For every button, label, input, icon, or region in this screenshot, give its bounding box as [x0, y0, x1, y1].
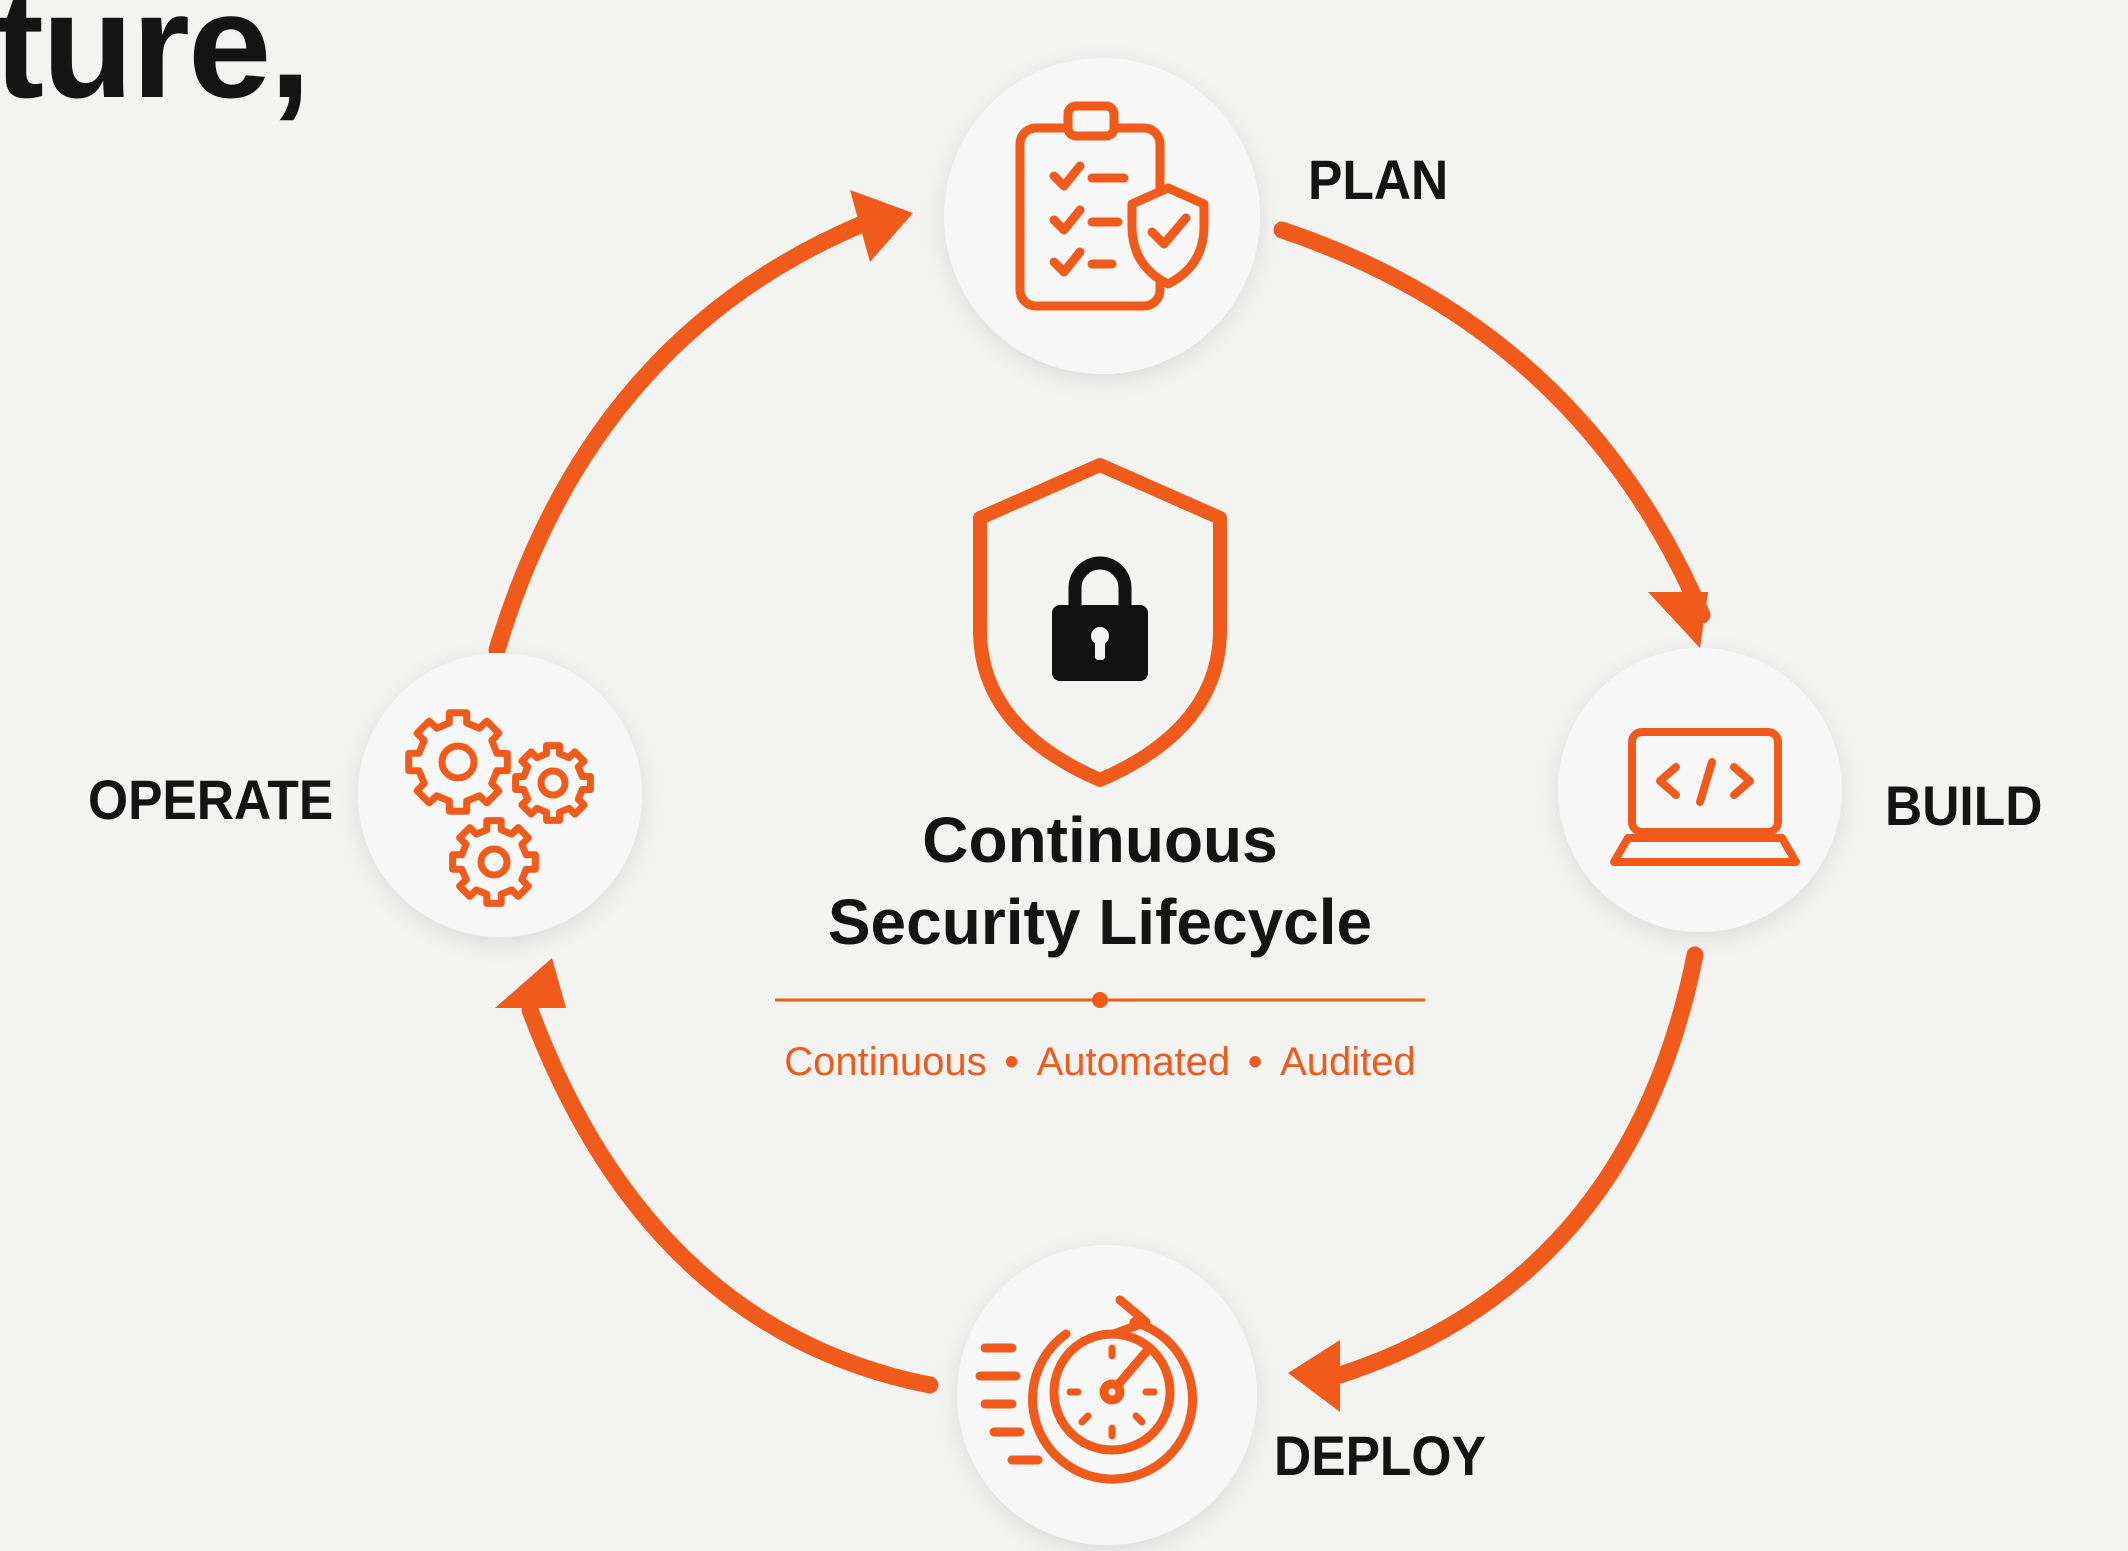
- deploy-label: DEPLOY: [1274, 1424, 1486, 1487]
- operate-label: OPERATE: [88, 768, 334, 831]
- gear-large-hub: [438, 742, 478, 782]
- arrow-build-to-deploy: [1331, 946, 1704, 1384]
- shield-padlock-icon: [973, 458, 1227, 787]
- arrow-deploy-to-operate: [521, 1001, 939, 1394]
- tagline: Continuous • Automated • Audited: [700, 1042, 1500, 1082]
- gear-bottom: [449, 817, 539, 907]
- arrow-plan-to-build: [1273, 221, 1711, 624]
- clipboard-checklist-shield-icon: [1015, 101, 1209, 311]
- padlock-shackle: [1068, 556, 1132, 610]
- center-title-line-1: Continuous: [922, 804, 1278, 876]
- arrowhead-operate: [495, 958, 566, 1008]
- title-separator: [775, 992, 1425, 1008]
- tagline-audited: Audited: [1280, 1040, 1416, 1084]
- tagline-continuous: Continuous: [784, 1040, 987, 1084]
- cycle-arrows: [488, 216, 1711, 1394]
- arrow-operate-to-plan: [488, 216, 869, 659]
- gears-icon: [405, 709, 594, 907]
- gear-right: [512, 742, 594, 824]
- arrowhead-deploy: [1288, 1340, 1340, 1412]
- plan-label: PLAN: [1308, 148, 1449, 211]
- arrow-heads: [495, 190, 1708, 1412]
- arrowhead-build: [1648, 592, 1708, 648]
- arrowhead-plan: [850, 190, 913, 262]
- center-title-line-2: Security Lifecycle: [827, 886, 1373, 958]
- gear-large: [405, 709, 511, 815]
- tagline-separator: •: [1004, 1040, 1019, 1084]
- laptop-code-icon: [1610, 728, 1800, 866]
- partial-heading: ture,: [0, 0, 311, 129]
- tagline-separator: •: [1248, 1040, 1263, 1084]
- gear-bottom-hub: [477, 845, 511, 879]
- tagline-automated: Automated: [1036, 1040, 1231, 1084]
- gear-right-hub: [537, 767, 569, 799]
- speedometer-refresh-icon: [975, 1295, 1198, 1484]
- build-label: BUILD: [1885, 774, 2043, 837]
